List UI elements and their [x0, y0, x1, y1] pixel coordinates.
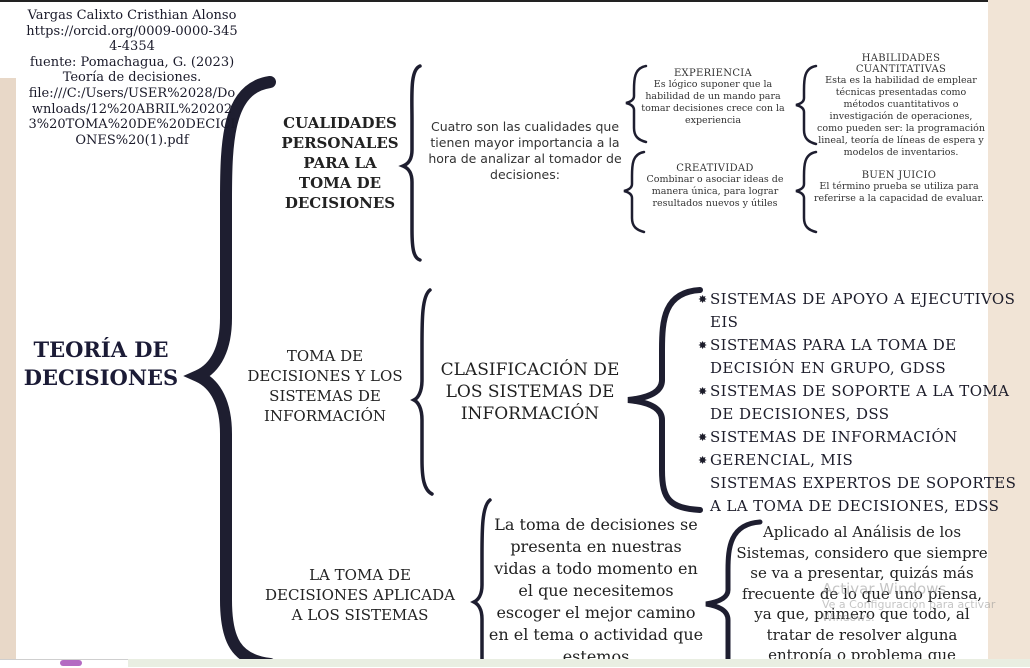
quality-text: Combinar o asociar ideas de manera única… [646, 174, 784, 209]
quality-quantitative-skills: HABILIDADES CUANTITATIVAS Esta es la hab… [816, 53, 986, 159]
quality-text: Esta es la habilidad de emplear técnicas… [817, 75, 985, 158]
section2-brace [410, 288, 434, 496]
quality-text: Es lógico suponer que la habilidad de un… [641, 79, 785, 126]
asterisk-icon: ✸ [698, 431, 708, 444]
top-border [0, 0, 1030, 2]
judgment-brace [795, 150, 818, 234]
section3-title: LA TOMA DE DECISIONES APLICADA A LOS SIS… [265, 566, 455, 624]
skills-brace [795, 64, 818, 146]
asterisk-icon: ✸ [698, 293, 708, 306]
creativity-brace [623, 150, 646, 234]
system-label: SISTEMAS DE SOPORTE A LA TOMA DE DECISIO… [710, 382, 1010, 423]
system-label: GERENCIAL, MIS SISTEMAS EXPERTOS DE SOPO… [710, 451, 1017, 515]
quality-title: CREATIVIDAD [676, 163, 754, 174]
systems-brace [627, 287, 703, 513]
section1-brace [398, 64, 422, 262]
quality-title: BUEN JUICIO [861, 170, 937, 181]
quality-text: El término prueba se utiliza para referi… [814, 181, 984, 204]
quality-good-judgment: BUEN JUICIO El término prueba se utiliza… [812, 170, 986, 205]
main-brace [183, 76, 276, 667]
experience-brace [625, 64, 648, 144]
systems-list: ✸ SISTEMAS DE APOYO A EJECUTIVOS EIS ✸ S… [698, 288, 1030, 518]
author-name: Vargas Calixto Cristhian Alonso [27, 8, 237, 23]
watermark-subtitle: Ve a Configuración para activar Windows. [822, 598, 996, 624]
author-file: file:///C:/Users/USER%2028/Downloads/12%… [28, 85, 236, 148]
system-label: SISTEMAS DE APOYO A EJECUTIVOS EIS [710, 290, 1016, 331]
watermark-title: Activar Windows [822, 580, 947, 598]
section3-brace [470, 498, 492, 662]
section1-title: CUALIDADES PERSONALES PARA LA TOMA DE DE… [281, 114, 399, 212]
quality-creativity: CREATIVIDAD Combinar o asociar ideas de … [640, 163, 790, 210]
list-item: ✸ GERENCIAL, MIS SISTEMAS EXPERTOS DE SO… [698, 449, 1030, 518]
analysis-brace [705, 519, 763, 665]
quality-title: HABILIDADES CUANTITATIVAS [855, 53, 947, 75]
section1-description: Cuatro son las cualidades que tienen may… [428, 119, 622, 182]
asterisk-icon: ✸ [698, 339, 708, 352]
left-decor-strip [0, 78, 16, 667]
right-decor-strip [988, 0, 1030, 667]
main-title: TEORÍA DE DECISIONES [23, 337, 179, 390]
list-item: ✸ SISTEMAS DE SOPORTE A LA TOMA DE DECIS… [698, 380, 1030, 426]
system-label: SISTEMAS PARA LA TOMA DE DECISIÓN EN GRU… [710, 336, 957, 377]
author-orcid: https://orcid.org/0009-0000-3454-4354 [26, 23, 238, 55]
section2-title: TOMA DE DECISIONES Y LOS SISTEMAS DE INF… [247, 347, 403, 425]
author-source: fuente: Pomachagua, G. (2023) Teoría de … [29, 54, 235, 86]
quality-experience: EXPERIENCIA Es lógico suponer que la hab… [638, 68, 788, 127]
list-item: ✸ SISTEMAS PARA LA TOMA DE DECISIÓN EN G… [698, 334, 1030, 380]
flower-icon [60, 660, 82, 666]
asterisk-icon: ✸ [698, 385, 708, 398]
author-info: Vargas Calixto Cristhian Alonso https://… [26, 8, 238, 148]
list-item: ✸ SISTEMAS DE APOYO A EJECUTIVOS EIS [698, 288, 1030, 334]
activation-watermark: Activar Windows Ve a Configuración para … [822, 580, 1030, 624]
list-item: ✸ SISTEMAS DE INFORMACIÓN [698, 426, 1030, 449]
asterisk-icon: ✸ [698, 454, 708, 467]
quality-title: EXPERIENCIA [673, 68, 753, 79]
classification-title: CLASIFICACIÓN DE LOS SISTEMAS DE INFORMA… [440, 360, 620, 424]
taskbar-strip [0, 659, 1030, 667]
section3-description: La toma de decisiones se presenta en nue… [488, 515, 704, 666]
system-label: SISTEMAS DE INFORMACIÓN [710, 428, 958, 446]
